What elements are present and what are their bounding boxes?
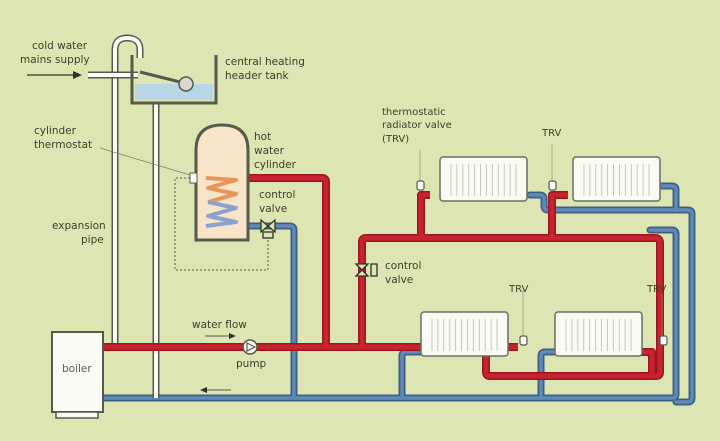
cylinder-coil-upper [205, 176, 238, 204]
label-valve-2: valve [385, 274, 413, 286]
cylinder-coil-lower [205, 200, 238, 228]
label-mains-supply: mains supply [20, 54, 90, 66]
cylinder-control-valve [260, 218, 276, 239]
label-trv-4: TRV [646, 284, 667, 295]
cylinder-return-pipe [202, 222, 298, 402]
hot-flow-pipes [103, 174, 664, 380]
flow-arrow-left [200, 387, 231, 393]
label-trv-radiator-valve: radiator valve [382, 120, 452, 131]
label-trv-abbrev: (TRV) [382, 134, 409, 145]
label-cold-water: cold water [32, 40, 88, 52]
ball-float [178, 76, 194, 92]
label-water: water [254, 145, 285, 157]
hot-water-cylinder [189, 123, 250, 242]
label-control-2: control [385, 260, 421, 272]
boiler [51, 331, 104, 419]
trv-1 [416, 180, 425, 191]
thermostat-wiring [174, 177, 269, 271]
radiator-upper-right [572, 156, 661, 202]
label-pipe: pipe [81, 234, 104, 246]
radiator-lower-left [420, 311, 509, 357]
label-trv-3: TRV [508, 284, 529, 295]
lower-radiators-return-pipe [398, 348, 426, 402]
label-trv-2: TRV [541, 128, 562, 139]
label-valve-1: valve [259, 203, 287, 215]
label-trv-thermostatic: thermostatic [382, 107, 446, 118]
label-water-flow: water flow [192, 319, 247, 331]
label-cylinder: cylinder [34, 125, 77, 137]
trv-leaders [419, 144, 663, 336]
label-boiler: boiler [62, 363, 92, 375]
tank-water [135, 84, 213, 100]
trv-2 [548, 180, 557, 191]
cold-return-pipes [99, 182, 696, 406]
trv-valves [416, 180, 668, 346]
radiator-control-valve [354, 263, 378, 277]
label-header-tank-1: central heating [225, 56, 305, 68]
label-header-tank-2: header tank [225, 70, 290, 82]
cylinder-thermostat [189, 172, 198, 184]
radiators [420, 156, 661, 357]
radiator-lower-right [554, 311, 643, 357]
flow-arrow-right [205, 333, 236, 339]
tank-walls [130, 55, 218, 105]
label-expansion: expansion [52, 220, 106, 232]
label-control-1: control [259, 189, 295, 201]
cold-water-arrow [27, 71, 82, 79]
pump [242, 339, 258, 355]
label-thermostat: thermostat [34, 139, 92, 151]
label-cylinder-2: cylinder [254, 159, 297, 171]
label-hot: hot [254, 131, 271, 143]
radiator-upper-left [439, 156, 528, 202]
thermostat-leader [99, 147, 191, 176]
trv-3 [519, 335, 528, 346]
label-pump: pump [236, 358, 267, 370]
float-arm [139, 70, 185, 85]
header-tank [130, 55, 218, 105]
trv-4 [659, 335, 668, 346]
